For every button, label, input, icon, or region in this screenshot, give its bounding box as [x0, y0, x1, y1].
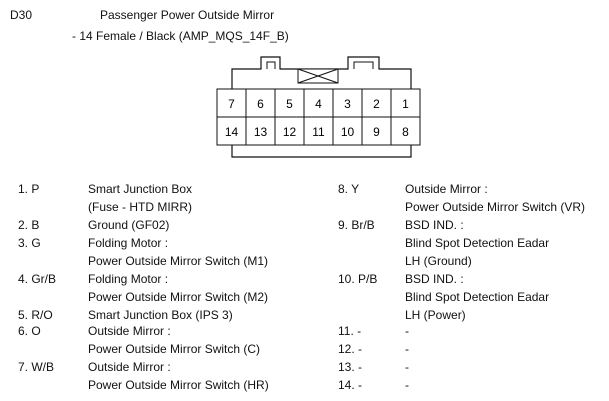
pin-label: 4. Gr/B	[18, 272, 57, 286]
pin-assignment-row: Power Outside Mirror Switch (C) 12. - -	[0, 342, 609, 360]
pin-description: LH (Ground)	[405, 254, 472, 268]
pin-number: 8	[402, 125, 409, 139]
pin-label: 3. G	[18, 236, 41, 250]
pin-cell	[361, 88, 392, 118]
pin-assignment-row: 6. O Outside Mirror : 11. - -	[0, 324, 609, 342]
pin-description: BSD IND. :	[405, 218, 464, 232]
pin-cell	[390, 116, 421, 146]
pin-cell	[216, 116, 247, 146]
pin-cell	[303, 88, 334, 118]
pin-assignment-row: Power Outside Mirror Switch (M1) LH (Grou…	[0, 254, 609, 272]
pin-number: 3	[344, 97, 351, 111]
pin-description: BSD IND. :	[405, 272, 464, 286]
connector-code: D30	[10, 8, 33, 22]
pin-number: 9	[373, 125, 380, 139]
pin-cell	[274, 116, 305, 146]
pin-description: Folding Motor :	[88, 272, 169, 286]
pin-number: 1	[402, 97, 409, 111]
pin-label: 5. R/O	[18, 308, 53, 322]
pin-number: 6	[257, 97, 264, 111]
pin-cell	[303, 116, 334, 146]
pin-number: 5	[286, 97, 293, 111]
pin-assignment-row: Power Outside Mirror Switch (M2) Blind Sp…	[0, 290, 609, 308]
pin-description: -	[405, 360, 409, 374]
pin-assignment-row: (Fuse - HTD MIRR) Power Outside Mirror Sw…	[0, 200, 609, 218]
pin-label: 8. Y	[338, 182, 360, 196]
pin-number: 2	[373, 97, 380, 111]
pin-label: 6. O	[18, 324, 41, 338]
pin-description: Ground (GF02)	[88, 218, 170, 232]
keying-mark-icon	[297, 68, 339, 84]
pin-label: 13. -	[338, 360, 363, 374]
pin-cell	[332, 88, 363, 118]
pin-label: 11. -	[338, 324, 362, 338]
pin-description: Blind Spot Detection Eadar	[405, 290, 550, 304]
pin-description: Power Outside Mirror Switch (M1)	[88, 254, 269, 268]
pin-description: LH (Power)	[405, 308, 466, 322]
pin-assignment-row: 7. W/B Outside Mirror : 13. - -	[0, 360, 609, 378]
pin-label: 2. B	[18, 218, 40, 232]
pin-description: Smart Junction Box	[88, 182, 193, 196]
pin-number: 4	[315, 97, 322, 111]
pin-cell	[332, 116, 363, 146]
pin-assignment-row: 3. G Folding Motor : Blind Spot Detection …	[0, 236, 609, 254]
pin-description: Outside Mirror :	[88, 360, 171, 374]
right-lock-tab	[353, 61, 374, 69]
pin-assignment-row: Power Outside Mirror Switch (HR) 14. - -	[0, 378, 609, 396]
pin-number: 13	[254, 125, 268, 139]
connector-name: Passenger Power Outside Mirror	[100, 8, 275, 22]
connector-spec: - 14 Female / Black (AMP_MQS_14F_B)	[72, 29, 289, 43]
pin-number: 7	[228, 97, 235, 111]
pin-cell	[274, 88, 305, 118]
pin-assignment-row: 5. R/O Smart Junction Box (IPS 3) LH (Powe…	[0, 308, 609, 326]
pin-number: 10	[341, 125, 355, 139]
pin-assignment-row: 4. Gr/B Folding Motor : 10. P/B BSD IND. :	[0, 272, 609, 290]
pin-description: Power Outside Mirror Switch (VR)	[405, 200, 586, 214]
pin-description: Power Outside Mirror Switch (M2)	[88, 290, 269, 304]
pin-number: 11	[312, 125, 325, 139]
left-lock-tab	[266, 61, 276, 69]
pin-grid: 7 6 5 4 3 2 1 14 13 12 11 10 9 8	[216, 88, 421, 146]
pin-description: (Fuse - HTD MIRR)	[88, 200, 192, 214]
pin-description: -	[405, 342, 409, 356]
pin-label: 1. P	[18, 182, 40, 196]
pin-description: Power Outside Mirror Switch (HR)	[88, 378, 269, 392]
pin-number: 12	[283, 125, 297, 139]
pin-description: Blind Spot Detection Eadar	[405, 236, 550, 250]
pin-description: Smart Junction Box (IPS 3)	[88, 308, 233, 322]
pin-label: 7. W/B	[18, 360, 55, 374]
pin-label: 14. -	[338, 378, 363, 392]
connector-face-diagram: 7 6 5 4 3 2 1 14 13 12 11 10 9 8	[216, 56, 421, 158]
pin-description: Folding Motor :	[88, 236, 169, 250]
pin-label: 10. P/B	[338, 272, 378, 286]
pin-description: Outside Mirror :	[88, 324, 171, 338]
pin-description: Power Outside Mirror Switch (C)	[88, 342, 261, 356]
pin-description: -	[405, 378, 409, 392]
pin-label: 12. -	[338, 342, 363, 356]
pin-description: Outside Mirror :	[405, 182, 488, 196]
pin-description: -	[405, 324, 409, 338]
pin-cell	[245, 116, 276, 146]
pin-assignment-row: 1. P Smart Junction Box 8. Y Outside Mirror…	[0, 182, 609, 200]
pin-assignment-row: 2. B Ground (GF02) 9. Br/B BSD IND. :	[0, 218, 609, 236]
pin-number: 14	[225, 125, 239, 139]
pin-label: 9. Br/B	[338, 218, 375, 232]
